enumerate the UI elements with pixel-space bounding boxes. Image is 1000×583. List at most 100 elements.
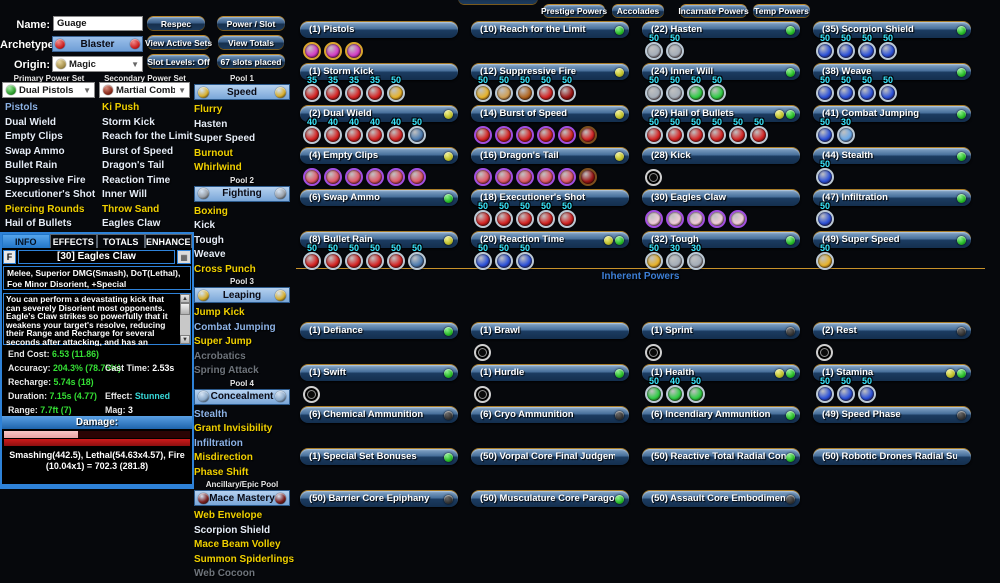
power-list-item[interactable]: Hasten [194,118,228,130]
power-bar-super-speed[interactable]: (49) Super Speed [813,232,971,248]
enhancement-icon[interactable] [474,126,492,144]
enhancement-icon[interactable] [516,126,534,144]
enhancement-slot[interactable] [536,118,557,146]
enhancement-icon[interactable] [558,168,576,186]
power-bar-reaction-time[interactable]: (20) Reaction Time [471,232,629,248]
enhancement-icon[interactable] [537,168,555,186]
empty-slot-icon[interactable] [645,169,662,186]
power-list-item[interactable]: Storm Kick [102,116,155,128]
enhancement-icon[interactable] [687,84,705,102]
enhancement-icon[interactable] [303,252,321,270]
status-dot[interactable] [775,109,784,119]
tab-totals[interactable]: TOTALS [97,234,145,248]
enhancement-icon[interactable] [345,84,363,102]
enhancement-icon[interactable] [666,385,684,403]
enhancement-slot[interactable] [557,160,578,188]
power-bar-infiltration[interactable]: (47) Infiltration [813,190,971,206]
enabled-dot[interactable] [786,235,795,245]
power-bar-scorpion-shield[interactable]: (35) Scorpion Shield [813,22,971,38]
enhancement-icon[interactable] [837,84,855,102]
power-bar-inner-will[interactable]: (24) Inner Will [642,64,800,80]
enhancement-icon[interactable] [645,385,663,403]
enhancement-slot[interactable] [815,335,836,363]
enhancement-slot[interactable]: 50 [644,243,665,272]
enhancement-slot[interactable] [365,160,386,188]
enhancement-icon[interactable] [516,84,534,102]
status-dot[interactable] [444,494,453,504]
pool-select-leaping[interactable]: Leaping [194,287,290,303]
enabled-dot[interactable] [786,109,795,119]
enhancement-slot[interactable]: 50 [815,376,836,405]
enhancement-slot[interactable] [473,335,494,363]
power-bar-reach-for-the-limit[interactable]: (10) Reach for the Limit [471,22,629,38]
enhancement-slot[interactable]: 50 [407,117,428,146]
enhancement-slot[interactable] [728,202,749,230]
enhancement-icon[interactable] [816,210,834,228]
favorite-button[interactable]: F [3,250,16,264]
enhancement-icon[interactable] [537,126,555,144]
power-bar-health[interactable]: (1) Health [642,365,800,381]
enhancement-slot[interactable]: 50 [707,75,728,104]
enhancement-icon[interactable] [303,42,321,60]
enhancement-slot[interactable]: 50 [515,201,536,230]
enhancement-icon[interactable] [324,42,342,60]
power-list-item[interactable]: Stealth [194,408,228,420]
power-bar-speed-phase[interactable]: (49) Speed Phase [813,407,971,423]
enhancement-icon[interactable] [495,126,513,144]
enhancement-slot[interactable]: 50 [515,75,536,104]
pool-select-concealment[interactable]: Concealment [194,388,290,405]
enhancement-slot[interactable]: 50 [815,33,836,62]
enhancement-slot[interactable] [515,160,536,188]
power-bar-weave[interactable]: (38) Weave [813,64,971,80]
name-input[interactable]: Guage [53,16,143,31]
power-list-item[interactable]: Inner Will [102,189,147,200]
power-bar-barrier-core-epiphany[interactable]: (50) Barrier Core Epiphany [300,491,458,507]
power-bar-dragon-s-tail[interactable]: (16) Dragon's Tail [471,148,629,164]
prestige-powers-button[interactable]: Prestige Powers [540,5,608,17]
enhancement-slot[interactable]: 50 [836,75,857,104]
enabled-dot[interactable] [615,494,624,504]
power-bar-sprint[interactable]: (1) Sprint [642,323,800,339]
empty-slot-icon[interactable] [303,386,320,403]
power-slot-button[interactable]: Power / Slot [217,17,285,30]
power-list-item[interactable]: Acrobatics [194,350,246,362]
power-list-item[interactable]: Executioner's Shot [5,189,96,200]
clipped-button[interactable] [458,0,538,4]
enhancement-icon[interactable] [645,210,663,228]
enhancement-slot[interactable]: 50 [386,243,407,272]
enhancement-icon[interactable] [687,252,705,270]
enhancement-slot[interactable]: 50 [344,243,365,272]
power-list-item[interactable]: Dragon's Tail [102,160,165,171]
enhancement-slot[interactable]: 50 [815,243,836,272]
power-bar-storm-kick[interactable]: (1) Storm Kick [300,64,458,80]
enhancement-slot[interactable]: 40 [365,117,386,146]
power-bar-incendiary-ammunition[interactable]: (6) Incendiary Ammunition [642,407,800,423]
enhancement-slot[interactable] [302,377,323,405]
enhancement-slot[interactable]: 50 [728,117,749,146]
power-bar-brawl[interactable]: (1) Brawl [471,323,629,339]
enhancement-icon[interactable] [687,385,705,403]
enhancement-slot[interactable]: 40 [323,117,344,146]
enabled-dot[interactable] [615,235,624,245]
enhancement-icon[interactable] [666,210,684,228]
power-list-item[interactable]: Mace Beam Volley [194,539,281,550]
status-dot[interactable] [615,151,624,161]
enhancement-icon[interactable] [495,210,513,228]
enhancement-icon[interactable] [474,252,492,270]
enhancement-slot[interactable]: 50 [473,201,494,230]
enhancement-icon[interactable] [579,126,597,144]
enhancement-slot[interactable] [473,160,494,188]
enhancement-slot[interactable] [386,160,407,188]
power-list-item[interactable]: Empty Clips [5,131,63,142]
enhancement-slot[interactable]: 50 [557,201,578,230]
enhancement-icon[interactable] [666,252,684,270]
scrollbar-thumb[interactable] [180,303,190,315]
power-bar-robotic-drones-radial-superior-all[interactable]: (50) Robotic Drones Radial Superior All [813,449,971,465]
enhancement-icon[interactable] [324,84,342,102]
origin-select[interactable]: Magic ▼ [52,56,143,72]
enhancement-icon[interactable] [816,84,834,102]
status-dot[interactable] [444,410,453,420]
graph-icon[interactable]: ▦ [177,250,191,264]
enhancement-icon[interactable] [558,126,576,144]
power-list-item[interactable]: Reach for the Limit [102,131,193,142]
